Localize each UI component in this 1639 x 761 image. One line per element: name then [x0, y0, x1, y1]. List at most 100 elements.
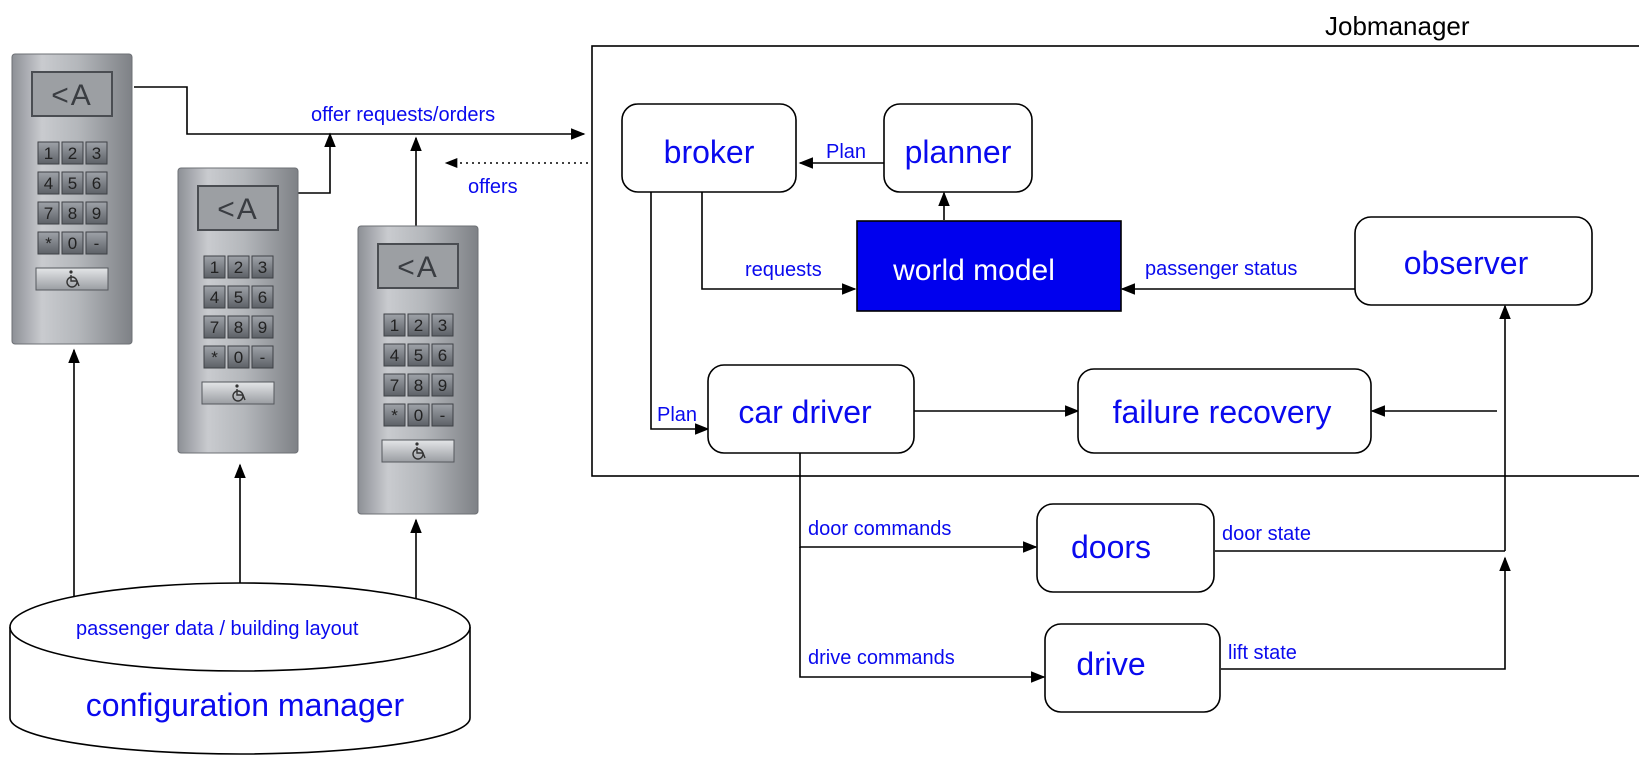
keypad-key: [85, 201, 108, 225]
keypad-key: [383, 373, 406, 397]
wheelchair-icon: [412, 442, 426, 460]
configuration-manager-label: configuration manager: [86, 687, 405, 723]
keypad-key-label: 0: [68, 234, 77, 253]
keypad-key: [85, 141, 108, 165]
keypad-key-label: 9: [258, 318, 267, 337]
keypad-key: [407, 403, 430, 427]
world-model-label: world model: [892, 254, 1055, 287]
keypad-key-label: 7: [390, 376, 399, 395]
keypad-key: [227, 285, 250, 309]
keypad-key: [251, 285, 274, 309]
accessibility-button: [381, 439, 455, 463]
keypad-key-label: 3: [258, 258, 267, 277]
keypad-key-label: -: [260, 348, 266, 367]
keypad-key: [37, 231, 60, 255]
keypad-key-label: 9: [438, 376, 447, 395]
keypad-key-label: 1: [44, 144, 53, 163]
keypad-key-label: 6: [92, 174, 101, 193]
keypad-key: [85, 171, 108, 195]
terminal-display: [197, 185, 279, 231]
door-state-label: door state: [1222, 523, 1311, 545]
keypad-key-label: -: [440, 406, 446, 425]
planner-box: planner: [883, 103, 1033, 193]
configuration-manager-cylinder: passenger data / building layout configu…: [9, 582, 471, 755]
doors-box: doors: [1036, 503, 1215, 593]
terminal-display: [377, 243, 459, 289]
plan-arrow-broker-to-cardriver: [650, 192, 710, 435]
keypad-key: [383, 313, 406, 337]
keypad-key-label: 6: [438, 346, 447, 365]
keypad-key: [203, 255, 226, 279]
wheelchair-icon: [66, 270, 80, 288]
keypad-key: [61, 171, 84, 195]
passenger-data-label: passenger data / building layout: [76, 618, 359, 640]
keypad-key: [203, 285, 226, 309]
keypad-key: [227, 315, 250, 339]
terminal-display: [31, 71, 113, 117]
keypad-key: [37, 201, 60, 225]
keypad-key: [203, 315, 226, 339]
keypad-key-label: 7: [44, 204, 53, 223]
broker-label: broker: [664, 134, 755, 170]
lift-state-label: lift state: [1228, 642, 1297, 664]
keypad-key: [85, 231, 108, 255]
keypad-key: [251, 315, 274, 339]
requests-label: requests: [745, 259, 822, 281]
keypad-key-label: 5: [68, 174, 77, 193]
drive-commands-arrow: [799, 547, 1046, 683]
keypad-key-label: 0: [234, 348, 243, 367]
offers-label: offers: [468, 176, 518, 198]
drive-commands-label: drive commands: [808, 647, 955, 669]
jobmanager-title: Jobmanager: [1325, 11, 1470, 41]
terminal-display-text: <A: [397, 251, 439, 284]
accessibility-button: [201, 381, 275, 405]
requests-arrow: [701, 192, 857, 295]
keypad-key: [61, 141, 84, 165]
terminal2-to-offer-arrow: [298, 132, 336, 194]
keypad-key: [383, 343, 406, 367]
lift-state-arrow: [1221, 556, 1511, 670]
terminal-display-text: <A: [217, 193, 259, 226]
keypad-key: [227, 255, 250, 279]
keypad-key-label: 4: [390, 346, 399, 365]
keypad-key: [431, 403, 454, 427]
observer-box: observer: [1354, 216, 1593, 306]
keypad-key: [407, 313, 430, 337]
keypad-key-label: 0: [414, 406, 423, 425]
keypad-key: [407, 343, 430, 367]
door-commands-label: door commands: [808, 518, 951, 540]
keypad-key-label: 7: [210, 318, 219, 337]
offer-requests-label: offer requests/orders: [311, 104, 495, 126]
keypad-key-label: 1: [210, 258, 219, 277]
keypad-key: [431, 343, 454, 367]
keypad-key: [61, 231, 84, 255]
keypad-key-label: 5: [234, 288, 243, 307]
doors-label: doors: [1071, 529, 1151, 565]
keypad-key-label: 4: [44, 174, 53, 193]
drive-box: drive: [1044, 623, 1221, 713]
keypad-key-label: -: [94, 234, 100, 253]
keypad-key-label: 5: [414, 346, 423, 365]
terminal1-to-jobmanager-arrow: [134, 86, 586, 140]
accessibility-button: [35, 267, 109, 291]
keypad-key: [37, 141, 60, 165]
car-driver-box: car driver: [707, 364, 915, 454]
plan-label-left: Plan: [657, 404, 697, 426]
terminal-display-text: <A: [51, 79, 93, 112]
observer-label: observer: [1404, 245, 1529, 281]
keypad-key-label: *: [211, 348, 218, 367]
keypad-key: [431, 313, 454, 337]
keypad-key-label: *: [45, 234, 52, 253]
keypad-key: [383, 403, 406, 427]
failure-recovery-label: failure recovery: [1113, 394, 1332, 430]
keypad-key-label: 8: [68, 204, 77, 223]
car-driver-label: car driver: [738, 394, 872, 430]
planner-label: planner: [905, 134, 1012, 170]
world-model-box: world model: [856, 220, 1122, 312]
keypad-key-label: 3: [438, 316, 447, 335]
